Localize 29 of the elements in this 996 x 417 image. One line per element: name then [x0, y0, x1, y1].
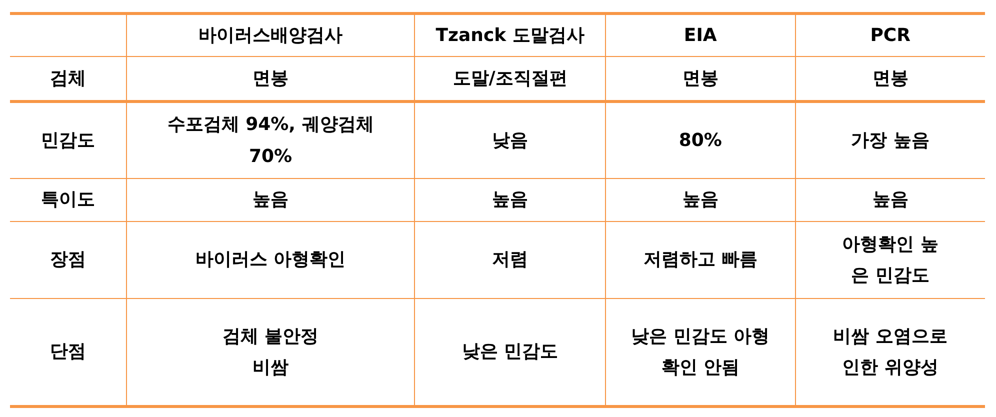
table-cell-text: 가장 높음	[851, 128, 930, 153]
table-cell-text: 낮음	[492, 128, 528, 153]
table-cell-text: 낮은 민감도 아형확인 안됨	[630, 324, 770, 380]
column-header: Tzanck 도말검사	[436, 24, 584, 48]
table-cell-text: 높음	[872, 188, 908, 212]
table-cell-text: 80%	[678, 128, 722, 153]
table-cell-text: 저렴	[492, 248, 528, 272]
table-cell-text: 높음	[682, 188, 718, 212]
table-cell-text: 비쌈 오염으로 인한 위양성	[832, 324, 948, 380]
table-cell-text: 면봉	[682, 66, 718, 91]
table-cell-text: 면봉	[252, 66, 289, 91]
row-header: 검체	[50, 66, 86, 91]
table-cell-text: 도말/조직절편	[452, 66, 568, 91]
table-cell-text: 검체 불안정 비쌈	[221, 324, 320, 380]
column-header: PCR	[870, 24, 910, 48]
row-header: 특이도	[41, 188, 95, 212]
table-cell-text: 아형확인 높은 민감도	[841, 232, 940, 288]
table-cell-text: 저렴하고 빠름	[643, 248, 758, 272]
table-cell-text: 높음	[252, 188, 289, 212]
table-cell-text: 면봉	[872, 66, 908, 91]
column-header: 바이러스배양검사	[198, 24, 343, 48]
row-header: 민감도	[41, 128, 95, 153]
column-header: EIA	[684, 24, 717, 48]
row-header: 장점	[50, 248, 86, 272]
table-cell-text: 낮은 민감도	[462, 340, 558, 364]
row-header: 단점	[50, 340, 86, 364]
table-cell-text: 바이러스 아형확인	[195, 248, 346, 272]
table-cell-text: 높음	[492, 188, 528, 212]
table-cell-text: 수포검체 94%, 궤양검체 70%	[166, 113, 375, 168]
